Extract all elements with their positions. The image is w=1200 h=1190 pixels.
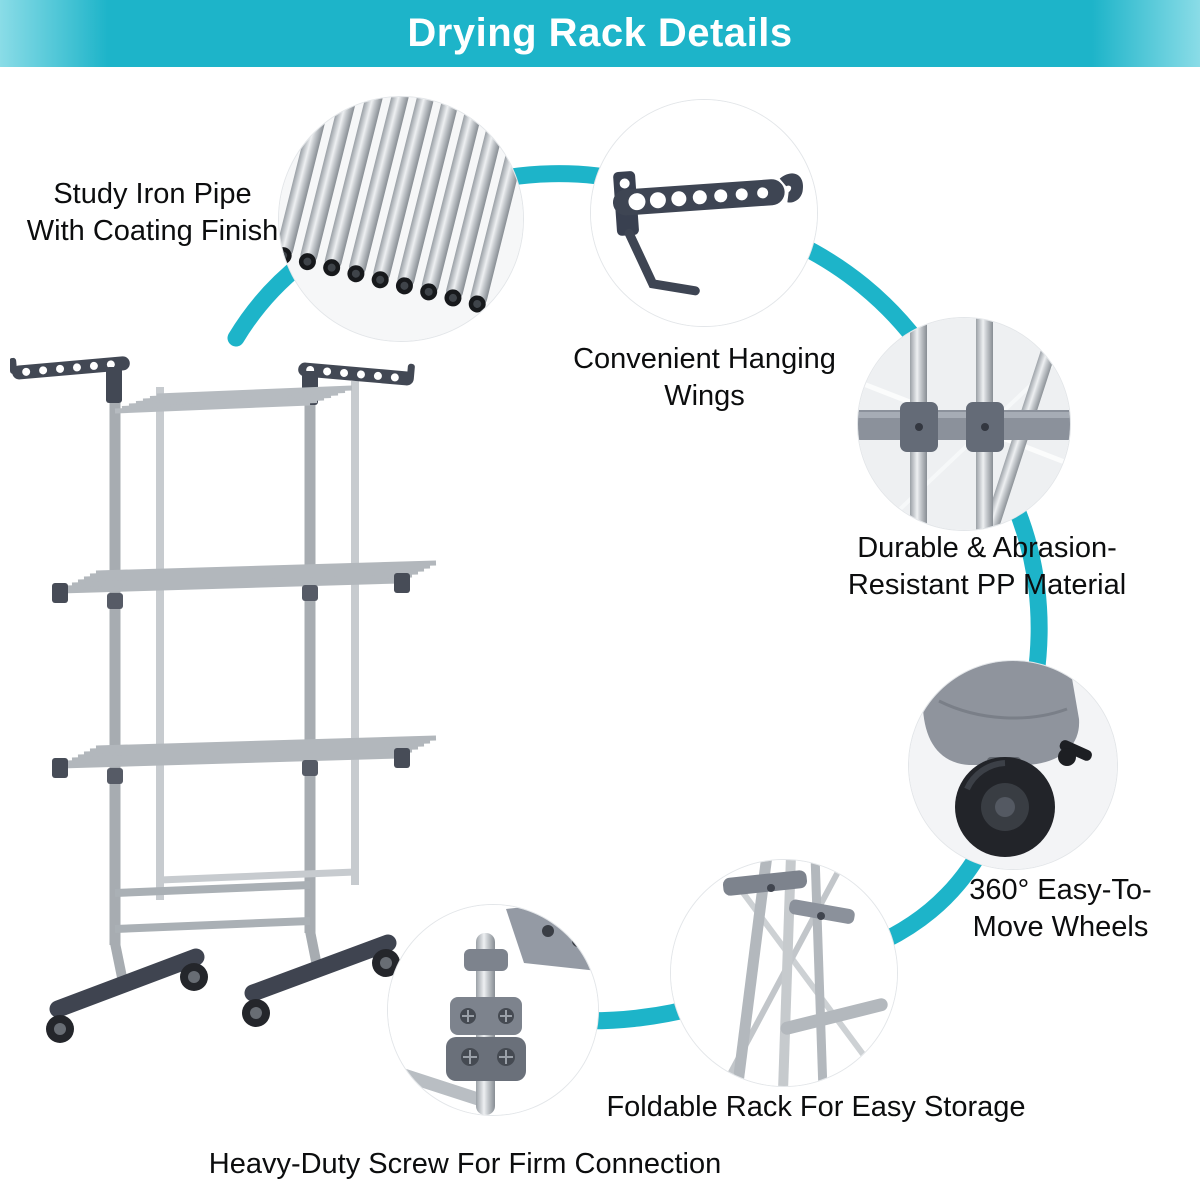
screw-joint-photo (387, 904, 599, 1116)
top-wing-left (9, 356, 130, 380)
label-line: Study Iron Pipe (53, 178, 252, 210)
label-line: Resistant PP Material (847, 569, 1127, 602)
caster-wheels (46, 949, 400, 1043)
label-line: Durable & Abrasion- (857, 532, 1117, 564)
page-title: Drying Rack Details (407, 11, 793, 55)
base-feet (49, 934, 397, 1018)
drying-rack-illustration (9, 356, 437, 1043)
label-line: With Coating Finish (26, 215, 279, 248)
header-banner: Drying Rack Details (0, 0, 1200, 67)
label-screw: Heavy-Duty Screw For Firm Connection (185, 1146, 745, 1183)
middle-shelf (59, 560, 437, 594)
lower-shelf (59, 735, 437, 769)
pp-material-photo (857, 317, 1071, 531)
hanging-wing-photo (590, 99, 818, 327)
drying-rack-photo (9, 345, 440, 1080)
iron-pipes-photo (278, 96, 524, 342)
label-line: Foldable Rack For Easy Storage (606, 1091, 1026, 1123)
label-line: Convenient Hanging (573, 343, 836, 375)
pp-joint-illustration (858, 318, 1070, 530)
label-line: Heavy-Duty Screw For Firm Connection (208, 1148, 722, 1180)
hanging-wing-illustration (591, 100, 817, 326)
label-line: 360° Easy-To- (969, 874, 1152, 906)
label-hanging-wings: Convenient Hanging Wings (572, 341, 837, 415)
wheel-photo (908, 660, 1118, 870)
iron-pipes-illustration (279, 97, 523, 341)
label-wheels: 360° Easy-To- Move Wheels (958, 872, 1163, 946)
label-line: Move Wheels (972, 911, 1149, 944)
locking-knob (1058, 740, 1092, 766)
label-pp-material: Durable & Abrasion- Resistant PP Materia… (842, 530, 1132, 604)
folded-rack-photo (670, 859, 898, 1087)
label-foldable: Foldable Rack For Easy Storage (586, 1089, 1046, 1126)
label-line: Wings (664, 380, 745, 413)
wheel-illustration (909, 661, 1117, 869)
top-shelf (114, 385, 353, 414)
screw-joint-illustration (388, 905, 598, 1115)
folded-rack-illustration (671, 860, 897, 1086)
screw-heads (460, 1008, 515, 1066)
label-iron-pipe: Study Iron Pipe With Coating Finish (25, 176, 280, 250)
top-wing-right (298, 362, 415, 386)
